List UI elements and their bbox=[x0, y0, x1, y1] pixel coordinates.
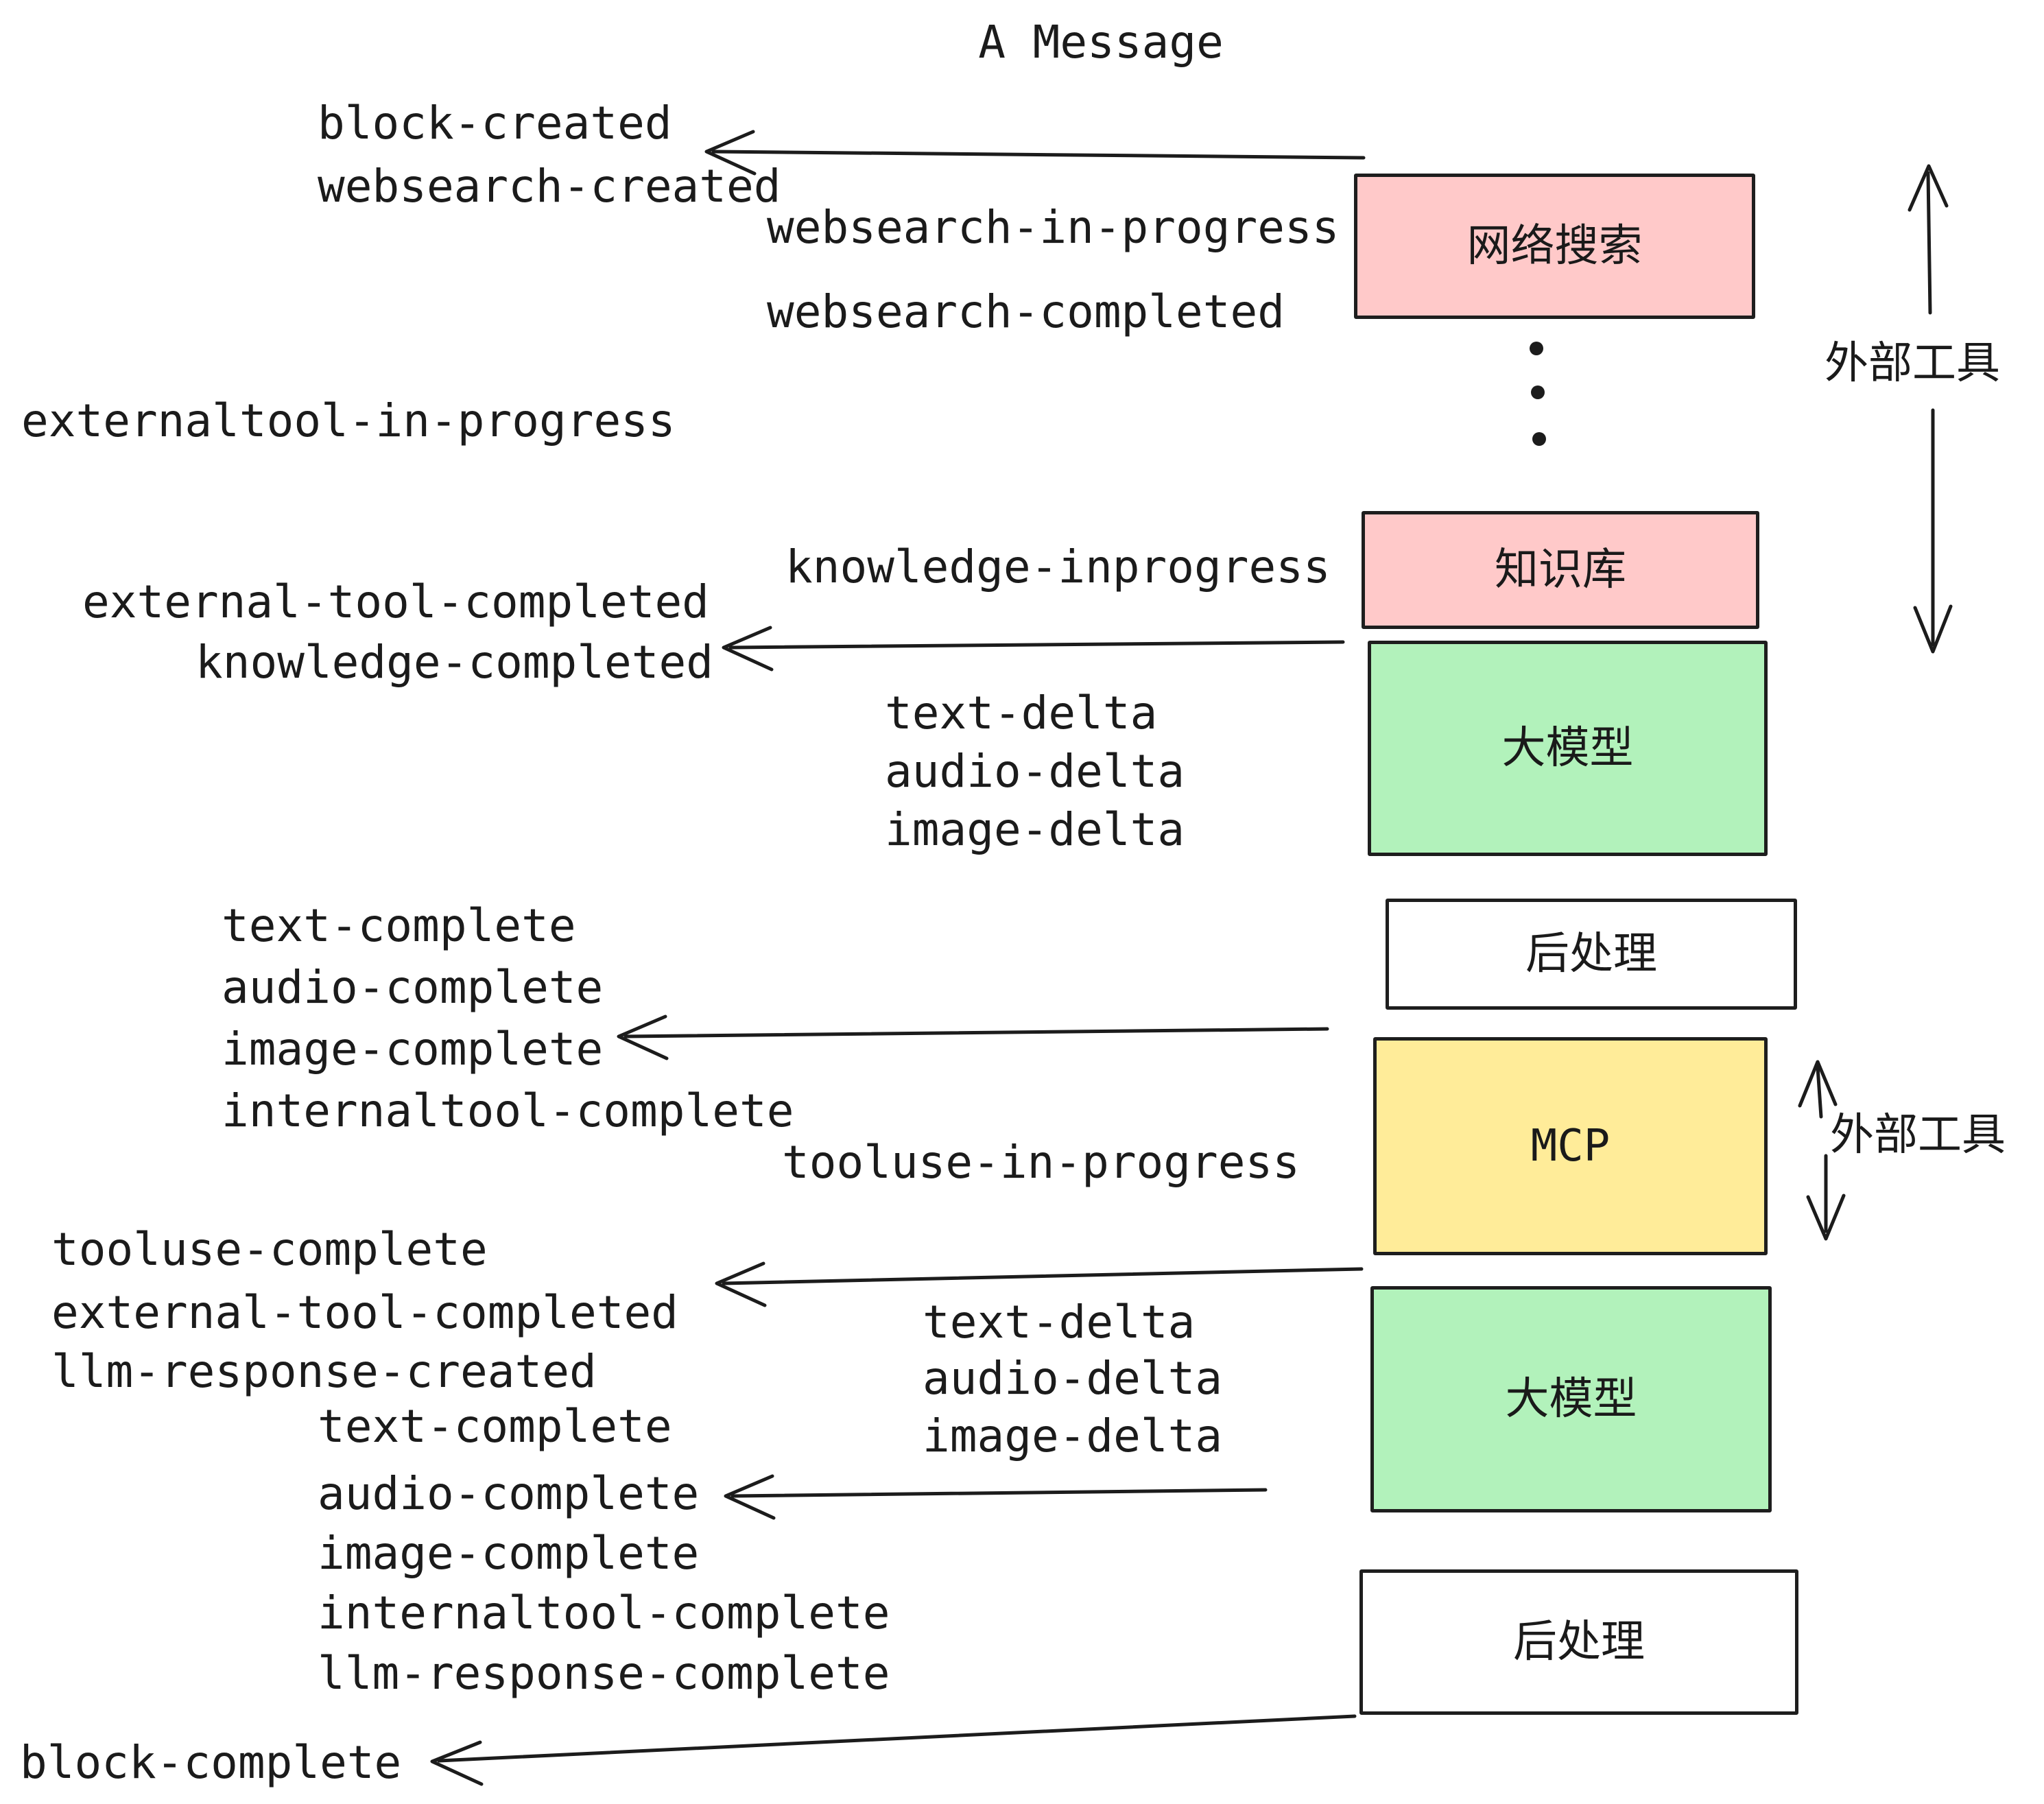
event-label-external-tool-completed-2: external-tool-completed bbox=[51, 1286, 678, 1339]
event-label-external-tool-completed-1: external-tool-completed bbox=[82, 575, 709, 628]
arrow-to-block-complete-icon bbox=[430, 1714, 1357, 1786]
arrow-to-websearch-created-icon bbox=[704, 130, 1366, 176]
box-postprocess-top-label: 后处理 bbox=[1525, 929, 1657, 980]
external-tools-mid-up-arrow-icon bbox=[1798, 1060, 1838, 1119]
external-tools-top-up-arrow-icon bbox=[1908, 164, 1949, 315]
event-label-text-delta-1: text-delta bbox=[885, 687, 1158, 739]
event-label-image-complete-2: image-complete bbox=[318, 1527, 700, 1580]
arrow-to-audio-complete-icon bbox=[724, 1474, 1268, 1520]
box-mcp: MCP bbox=[1373, 1037, 1768, 1255]
event-label-knowledge-completed: knowledge-completed bbox=[195, 636, 713, 689]
box-postprocess-bottom: 后处理 bbox=[1359, 1569, 1798, 1715]
box-knowledge-label: 知识库 bbox=[1495, 545, 1626, 595]
event-label-llm-response-complete: llm-response-complete bbox=[318, 1647, 890, 1700]
external-tools-top-down-arrow-icon bbox=[1913, 408, 1953, 654]
box-llm-bottom-label: 大模型 bbox=[1505, 1374, 1637, 1425]
event-label-audio-complete-1: audio-complete bbox=[222, 961, 604, 1014]
external-tools-mid-down-arrow-icon bbox=[1806, 1154, 1846, 1241]
box-knowledge: 知识库 bbox=[1362, 511, 1759, 629]
box-websearch-label: 网络搜索 bbox=[1466, 221, 1643, 272]
box-llm-top-label: 大模型 bbox=[1501, 723, 1634, 774]
box-websearch: 网络搜索 bbox=[1354, 174, 1755, 319]
arrow-to-tooluse-complete-icon bbox=[715, 1261, 1364, 1307]
event-label-audio-delta-1: audio-delta bbox=[885, 745, 1185, 798]
event-label-knowledge-inprogress: knowledge-inprogress bbox=[785, 541, 1331, 593]
event-label-audio-delta-2: audio-delta bbox=[923, 1352, 1223, 1405]
event-label-image-delta-1: image-delta bbox=[885, 803, 1185, 856]
box-postprocess-bottom-label: 后处理 bbox=[1513, 1617, 1645, 1667]
diagram-title: A Message bbox=[978, 16, 1224, 69]
event-label-internaltool-complete-2: internaltool-complete bbox=[318, 1587, 890, 1639]
vertical-ellipsis-icon bbox=[1530, 342, 1546, 446]
event-label-block-complete: block-complete bbox=[20, 1736, 402, 1789]
event-label-text-delta-2: text-delta bbox=[923, 1296, 1196, 1349]
event-label-tooluse-complete: tooluse-complete bbox=[51, 1223, 488, 1276]
box-mcp-label: MCP bbox=[1530, 1121, 1611, 1172]
external-tools-top-label: 外部工具 bbox=[1825, 338, 2000, 389]
box-llm-bottom: 大模型 bbox=[1370, 1286, 1772, 1512]
event-label-websearch-in-progress: websearch-in-progress bbox=[767, 201, 1340, 254]
event-label-externaltool-in-progress: externaltool-in-progress bbox=[21, 394, 676, 447]
event-label-text-complete-2: text-complete bbox=[318, 1400, 672, 1453]
event-label-websearch-completed: websearch-completed bbox=[767, 285, 1285, 338]
arrow-to-image-complete-icon bbox=[617, 1014, 1329, 1060]
event-label-image-delta-2: image-delta bbox=[923, 1410, 1223, 1462]
box-postprocess-top: 后处理 bbox=[1386, 899, 1797, 1010]
arrow-to-knowledge-completed-icon bbox=[722, 626, 1345, 672]
event-label-block-created: block-created bbox=[318, 97, 672, 150]
event-label-audio-complete-2: audio-complete bbox=[318, 1467, 700, 1520]
event-label-tooluse-in-progress: tooluse-in-progress bbox=[782, 1136, 1300, 1189]
external-tools-mid-label: 外部工具 bbox=[1830, 1110, 2006, 1161]
event-label-llm-response-created: llm-response-created bbox=[51, 1345, 597, 1398]
event-label-image-complete-1: image-complete bbox=[222, 1023, 604, 1076]
event-label-internaltool-complete-1: internaltool-complete bbox=[222, 1084, 794, 1137]
event-label-websearch-created: websearch-created bbox=[318, 160, 781, 213]
event-label-text-complete-1: text-complete bbox=[222, 899, 576, 952]
box-llm-top: 大模型 bbox=[1368, 641, 1768, 856]
